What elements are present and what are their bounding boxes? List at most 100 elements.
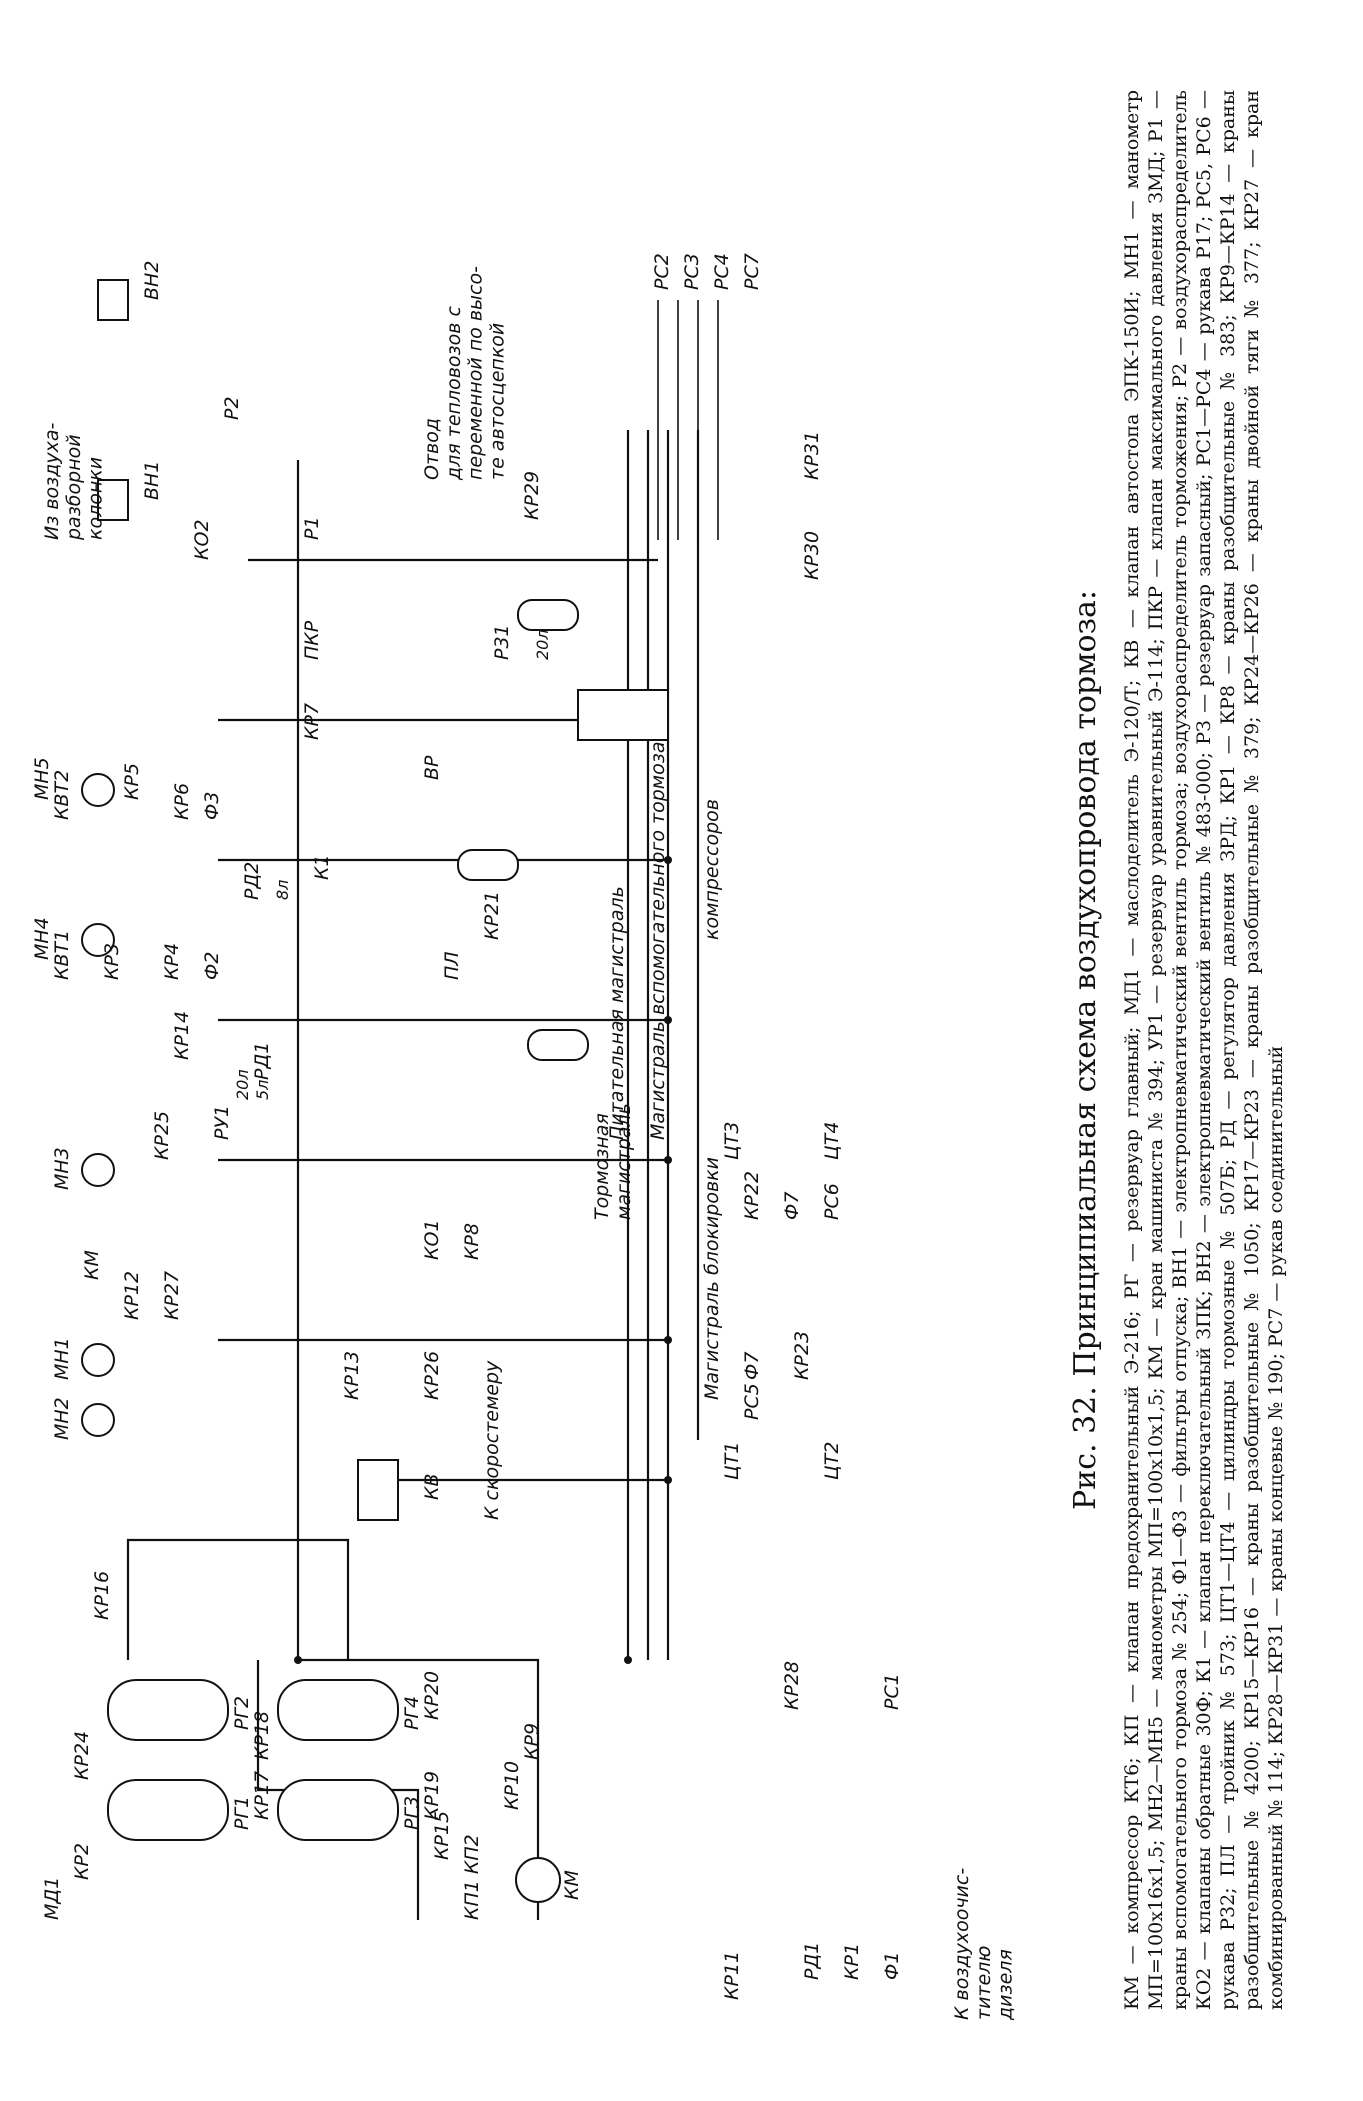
label-vn2: ВН2 [141,261,163,300]
label-rs7: РС7 [741,253,763,290]
label-k1: К1 [311,854,333,880]
label-mn5: МН5 [31,757,53,800]
label-kr30: КР30 [801,531,823,580]
label-rg4: РГ4 [401,1696,423,1730]
label-km: КМ [561,1870,583,1900]
label-kr20: КР20 [421,1671,443,1720]
pipe-network [126,300,719,1920]
label-kr11: КР11 [721,1951,743,2000]
annotation-to-diesel: К воздухоочис-тителюдизеля [951,1868,1017,2021]
annotation-labels: К воздухоочис-тителюдизеля К скоростемер… [41,266,1017,2021]
reservoir-rg4-shape [277,1679,399,1741]
junction-node [664,1336,672,1344]
annotation-branch: Отводдля тепловозов спеременной по высо-… [421,266,509,481]
label-kr5: КР5 [121,763,143,800]
gauge-mn3-shape [81,1153,115,1187]
vn1-valve-shape [97,479,129,521]
label-kr18: КР18 [251,1711,273,1760]
label-ct1: ЦТ1 [721,1442,743,1480]
label-pkr: ПКР [301,620,323,660]
label-rd1: РД1 [801,1942,823,1980]
label-r31: Р31 [491,624,513,660]
label-kr6: КР6 [171,783,193,820]
junction-node [664,1016,672,1024]
label-kvt1: КВТ1 [51,930,73,980]
reservoir-rg2-shape [107,1679,229,1741]
label-vol-rd2: 8л [273,880,292,900]
junction-node [664,856,672,864]
annotation-brake-main: Тормознаямагистраль [591,1103,635,1220]
label-vol-rd1: 5л [253,1080,272,1100]
label-rs3: РС3 [681,253,703,290]
label-mn3: МН3 [51,1147,73,1190]
caption-block: Рис. 32. Принципиальная схема воздухопро… [1068,60,1318,2040]
label-rs1: РС1 [881,1673,903,1710]
label-ru1: РУ1 [211,1105,233,1140]
gauge-mn4-shape [81,923,115,957]
label-f7b: Ф7 [781,1192,803,1220]
label-kp1kp2: КП1 КП2 [461,1834,483,1920]
junction-node [664,1476,672,1484]
figure-caption: Рис. 32. Принципиальная схема воздухопро… [1068,590,1103,1510]
label-f2: Ф2 [201,952,223,980]
label-kr1: КР1 [841,1943,863,1980]
reservoir-r31-shape [517,599,579,631]
annotation-from-column: Из воздуха-разборнойколонки [41,422,107,541]
label-kr12: КР12 [121,1271,143,1320]
label-kr7: КР7 [301,703,323,740]
label-kr15: КР15 [431,1811,453,1860]
label-ko1: КО1 [421,1219,443,1260]
annotation-aux-main: Магистраль вспомогательного тормоза [647,742,669,1141]
label-kr21: КР21 [481,891,503,940]
label-ct3: ЦТ3 [721,1122,743,1160]
label-f1: Ф1 [881,1952,903,1980]
label-rd1b: РД1 [251,1042,273,1080]
annotation-feed-main: Питательная магистраль [606,886,628,1140]
reservoir-rg3-shape [277,1779,399,1841]
label-p1: Р1 [301,516,323,540]
label-mn1: МН1 [51,1337,73,1380]
junction-node [664,1156,672,1164]
gauge-mn1-shape [81,1343,115,1377]
junction-node [294,1656,302,1664]
label-ko2: КО2 [191,519,213,560]
label-mn2: МН2 [51,1397,73,1440]
label-rs6: РС6 [821,1183,843,1220]
label-rs2: РС2 [651,253,673,290]
label-p2: Р2 [221,396,243,420]
annotation-block-main: Магистраль блокировки [701,1157,723,1400]
rotated-figure: КР11 КМ КП1 КП2 КР10 КР9 РД1 КР1 Ф1 КР28… [18,60,1318,2040]
component-shapes [81,279,669,1903]
annotation-to-speedometer: К скоростемеру [481,1360,503,1520]
gauge-mn2-shape [81,1403,115,1437]
label-km2: КМ [81,1250,103,1280]
label-kr8: КР8 [461,1223,483,1260]
label-vol-r31: 20л [533,629,552,660]
label-kr17: КР17 [251,1771,273,1820]
label-md1: МД1 [41,1877,63,1920]
compressor-line [298,1658,540,1920]
reservoir-rd1-shape [527,1029,589,1061]
label-kr25: КР25 [151,1111,173,1160]
compressor-symbol [515,1857,561,1903]
component-labels: КР11 КМ КП1 КП2 КР10 КР9 РД1 КР1 Ф1 КР28… [31,253,903,2000]
junction-node [624,1656,632,1664]
label-kvt2: КВТ2 [51,770,73,820]
label-vn1: ВН1 [141,461,163,500]
label-vr: ВР [421,755,443,780]
label-f7a: Ф7 [741,1352,763,1380]
label-kr4: КР4 [161,943,183,980]
label-rd2: РД2 [241,862,263,900]
kv-valve-shape [357,1459,399,1521]
label-kr19: КР19 [421,1771,443,1820]
label-kr26: КР26 [421,1351,443,1400]
label-ct2: ЦТ2 [821,1442,843,1480]
label-rg2: РГ2 [231,1696,253,1730]
label-kr3: КР3 [101,943,123,980]
label-rs5: РС5 [741,1383,763,1420]
junction-nodes [294,856,672,1664]
brake-air-scheme-diagram: КР11 КМ КП1 КП2 КР10 КР9 РД1 КР1 Ф1 КР28… [31,253,1017,2021]
label-pl: ПЛ [441,951,463,980]
reservoir-rg1-shape [107,1779,229,1841]
label-f3: Ф3 [201,792,223,820]
